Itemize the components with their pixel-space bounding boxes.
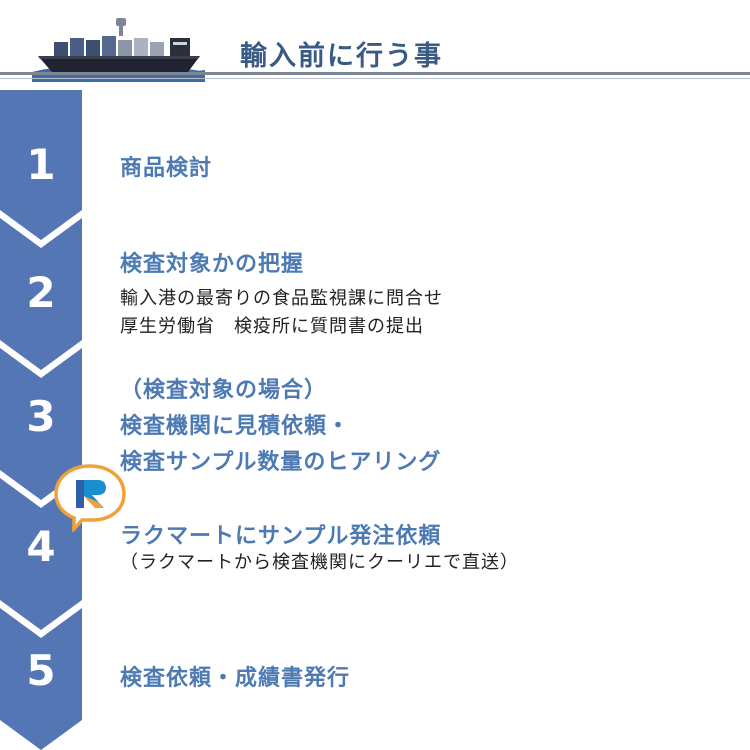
step-3-number: 3 (26, 392, 56, 441)
step-2-arrow (0, 218, 82, 370)
step-5-arrow (0, 608, 82, 750)
page-title: 輸入前に行う事 (240, 41, 443, 72)
step-1-title: 商品検討 (120, 156, 213, 181)
cargo-ship-icon (32, 18, 205, 82)
step-1-arrow (0, 90, 82, 240)
step-4-arrow (0, 478, 82, 630)
header-divider (0, 72, 750, 75)
step-3-arrow (0, 348, 82, 500)
step-4-title: ラクマートにサンプル発注依頼 (120, 524, 442, 549)
header-divider-thin (0, 78, 750, 79)
step-5-number: 5 (26, 646, 56, 695)
step-2-number: 2 (26, 268, 56, 317)
step-4-number: 4 (26, 522, 56, 571)
step-4-line-1: （ラクマートから検査機関にクーリエで直送） (120, 552, 519, 573)
header: 輸入前に行う事 (0, 0, 750, 90)
step-3-title-line-3: 検査サンプル数量のヒアリング (120, 450, 442, 475)
step-2-line-1: 輸入港の最寄りの食品監視課に問合せ (120, 288, 443, 309)
step-2-title: 検査対象かの把握 (120, 252, 305, 277)
rakumart-logo-icon (54, 464, 126, 532)
step-3-title-line-1: （検査対象の場合） (120, 378, 328, 403)
step-1-number: 1 (26, 140, 56, 189)
step-2-line-2: 厚生労働省 検疫所に質問書の提出 (120, 316, 424, 337)
step-3-title-line-2: 検査機関に見積依頼・ (120, 414, 351, 439)
step-arrows (0, 90, 82, 750)
step-5-title: 検査依頼・成績書発行 (120, 666, 351, 691)
